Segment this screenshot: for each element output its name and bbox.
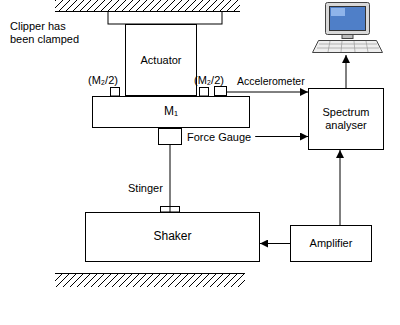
shaker-box: Shaker <box>85 212 260 262</box>
computer-icon <box>313 3 383 53</box>
amplifier-box: Amplifier <box>290 225 372 262</box>
mass-block: M₁ <box>92 96 250 128</box>
floor-ground <box>55 274 245 288</box>
mass-block <box>111 88 120 97</box>
signal-line <box>227 92 308 93</box>
box-label: M₁ <box>164 105 178 119</box>
box-label: Spectrum analyser <box>313 106 379 131</box>
part-label: Accelerometer <box>237 76 305 88</box>
ceiling-ground <box>55 0 240 12</box>
signal-line <box>170 145 171 212</box>
box-label: Actuator <box>141 54 182 67</box>
signal-line <box>260 243 290 244</box>
box-label: Amplifier <box>310 237 353 250</box>
mass-block <box>200 88 209 97</box>
clamp-note: Clipper has been clamped <box>10 20 90 45</box>
clamp-plate <box>108 12 222 25</box>
signal-line <box>255 136 308 137</box>
box-label: Shaker <box>153 230 191 244</box>
output-arrow <box>346 55 347 88</box>
actuator-box: Actuator <box>125 24 197 96</box>
analyser-box: Spectrum analyser <box>308 88 384 150</box>
force-gauge-box: Force Gauge <box>158 128 182 145</box>
stinger-label: Stinger <box>128 182 163 195</box>
signal-line <box>340 150 341 225</box>
mass-label: (M₂/2) <box>88 74 118 87</box>
accelerometer-box: Accelerometer <box>214 86 227 96</box>
mass-label: (M₂/2) <box>194 74 224 87</box>
part-label: Force Gauge <box>187 131 251 143</box>
